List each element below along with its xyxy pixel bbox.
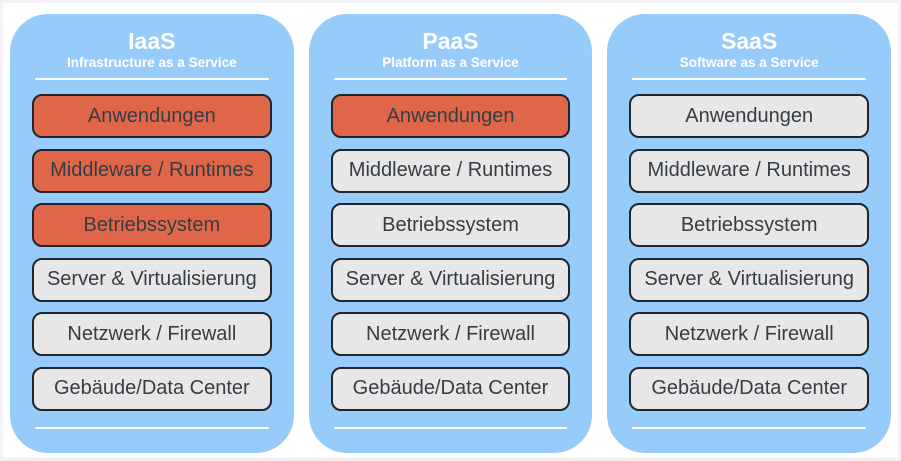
layer-box-server-virtualisierung: Server & Virtualisierung — [330, 257, 571, 302]
layer-box-middleware-runtimes: Middleware / Runtimes — [629, 148, 870, 193]
layer-box-gebaeude-data-center: Gebäude/Data Center — [32, 366, 272, 411]
column-title: PaaS — [422, 28, 479, 54]
layer-box-betriebssystem: Betriebssystem — [330, 203, 571, 247]
layer-box-netzwerk-firewall: Netzwerk / Firewall — [32, 312, 272, 356]
header-divider — [632, 78, 867, 80]
layer-box-netzwerk-firewall: Netzwerk / Firewall — [330, 312, 571, 356]
layer-box-middleware-runtimes: Middleware / Runtimes — [32, 148, 272, 193]
column-subtitle: Software as a Service — [679, 55, 819, 70]
layer-box-netzwerk-firewall: Netzwerk / Firewall — [629, 312, 870, 356]
column-subtitle: Platform as a Service — [382, 55, 519, 70]
column-subtitle: Infrastructure as a Service — [67, 55, 237, 70]
footer-divider — [35, 427, 269, 429]
layer-box-server-virtualisierung: Server & Virtualisierung — [32, 257, 272, 302]
layer-stack: Anwendungen Middleware / Runtimes Betrie… — [309, 80, 593, 411]
header-divider — [35, 78, 269, 80]
column-saas: SaaS Software as a Service Anwendungen M… — [607, 14, 892, 453]
column-title: SaaS — [721, 28, 778, 54]
column-title: IaaS — [128, 28, 176, 54]
layer-box-gebaeude-data-center: Gebäude/Data Center — [629, 366, 870, 411]
layer-box-middleware-runtimes: Middleware / Runtimes — [330, 148, 571, 193]
layer-box-gebaeude-data-center: Gebäude/Data Center — [330, 366, 571, 411]
layer-stack: Anwendungen Middleware / Runtimes Betrie… — [10, 80, 294, 411]
layer-box-server-virtualisierung: Server & Virtualisierung — [629, 257, 870, 302]
layer-box-betriebssystem: Betriebssystem — [32, 203, 272, 247]
footer-divider — [333, 427, 568, 429]
layer-stack: Anwendungen Middleware / Runtimes Betrie… — [607, 80, 891, 411]
diagram-canvas: IaaS Infrastructure as a Service Anwendu… — [3, 3, 898, 458]
footer-divider — [632, 427, 867, 429]
layer-box-betriebssystem: Betriebssystem — [629, 203, 870, 247]
layer-box-anwendungen: Anwendungen — [32, 94, 272, 138]
layer-box-anwendungen: Anwendungen — [629, 94, 870, 138]
column-paas: PaaS Platform as a Service Anwendungen M… — [308, 14, 593, 453]
layer-box-anwendungen: Anwendungen — [330, 94, 571, 138]
column-iaas: IaaS Infrastructure as a Service Anwendu… — [10, 14, 294, 453]
header-divider — [333, 78, 568, 80]
